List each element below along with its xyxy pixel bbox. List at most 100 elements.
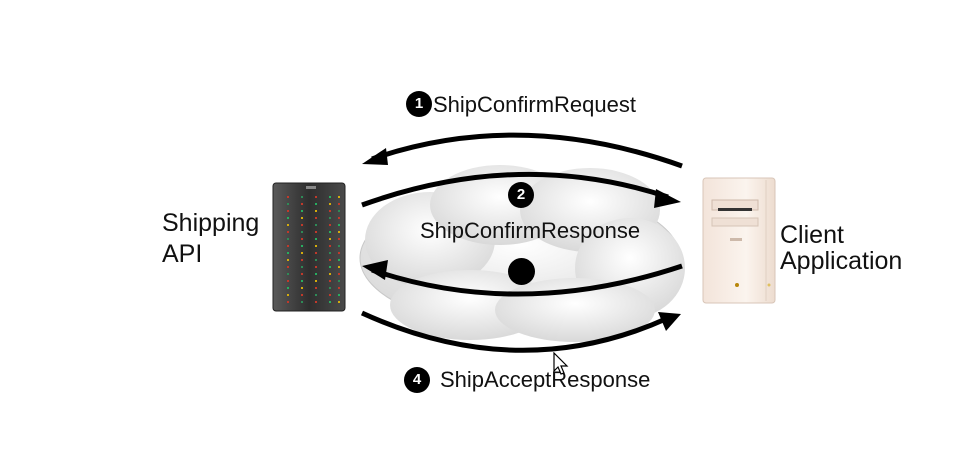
server-led [287, 196, 289, 198]
server-led [329, 273, 331, 275]
client-application-label: Client Application [780, 222, 902, 274]
server-led [287, 259, 289, 261]
arrow-step-3 [362, 260, 683, 297]
step-3-badge [508, 258, 535, 285]
server-led [287, 280, 289, 282]
client-computer-icon [702, 177, 776, 304]
server-led [338, 210, 340, 212]
server-led [315, 224, 317, 226]
server-led [287, 231, 289, 233]
server-led [329, 266, 331, 268]
server-led [301, 238, 303, 240]
server-led [315, 301, 317, 303]
server-led [338, 301, 340, 303]
server-led [315, 273, 317, 275]
server-led [301, 252, 303, 254]
client-application-label-line1: Client [780, 221, 844, 249]
server-led [315, 217, 317, 219]
server-led [287, 245, 289, 247]
server-led [329, 210, 331, 212]
shipping-api-label-line1: Shipping [162, 209, 260, 237]
server-led [301, 231, 303, 233]
server-led [315, 210, 317, 212]
server-led [287, 217, 289, 219]
step-1-label: ShipConfirmRequest [433, 92, 636, 117]
server-led [329, 238, 331, 240]
shipping-api-label-line2: API [162, 240, 203, 268]
server-led [329, 245, 331, 247]
server-led [315, 238, 317, 240]
server-led [301, 210, 303, 212]
server-led [338, 231, 340, 233]
step-2-badge: 2 [508, 182, 534, 208]
server-led [301, 280, 303, 282]
server-led [338, 224, 340, 226]
step-4-badge: 4 [404, 367, 430, 393]
client-application-label-line2: Application [780, 247, 903, 275]
server-led [301, 273, 303, 275]
server-led [301, 224, 303, 226]
server-led [315, 287, 317, 289]
server-led [287, 210, 289, 212]
server-led [301, 259, 303, 261]
server-led [301, 196, 303, 198]
server-led [287, 294, 289, 296]
server-led [315, 231, 317, 233]
server-led [338, 287, 340, 289]
server-led [287, 252, 289, 254]
server-led [329, 203, 331, 205]
server-led [287, 224, 289, 226]
shipping-api-label: Shipping API [162, 208, 259, 270]
server-led [301, 245, 303, 247]
step-2-label: ShipConfirmResponse [420, 218, 641, 243]
server-led [287, 273, 289, 275]
server-led [315, 196, 317, 198]
server-led [338, 245, 340, 247]
mouse-cursor-icon [553, 352, 569, 375]
server-led [338, 238, 340, 240]
step-4-label: ShipAcceptResponse [440, 367, 651, 392]
server-led [329, 252, 331, 254]
server-led [338, 252, 340, 254]
server-led [301, 217, 303, 219]
server-led [315, 294, 317, 296]
server-led [315, 259, 317, 261]
server-led [315, 280, 317, 282]
server-led [338, 294, 340, 296]
server-led [315, 252, 317, 254]
server-led [287, 238, 289, 240]
server-led [338, 273, 340, 275]
server-led [301, 203, 303, 205]
arrow-ship-confirm-request [362, 132, 683, 169]
server-led [301, 287, 303, 289]
server-led [287, 301, 289, 303]
server-led [315, 245, 317, 247]
server-led [338, 217, 340, 219]
server-led [329, 224, 331, 226]
server-led [301, 266, 303, 268]
server-led [329, 259, 331, 261]
step-1-badge: 1 [406, 91, 432, 117]
arrow-ship-accept-response [360, 310, 681, 353]
server-led [338, 266, 340, 268]
server-led [329, 280, 331, 282]
server-led [329, 231, 331, 233]
server-led [301, 294, 303, 296]
server-led [338, 259, 340, 261]
server-led [329, 294, 331, 296]
server-led [329, 217, 331, 219]
server-led [329, 287, 331, 289]
arrow-ship-confirm-response [361, 171, 681, 208]
server-led [287, 287, 289, 289]
server-led [287, 266, 289, 268]
server-led [338, 196, 340, 198]
server-led [338, 203, 340, 205]
server-led [287, 203, 289, 205]
server-led [315, 203, 317, 205]
server-icon [272, 182, 346, 312]
server-led [329, 196, 331, 198]
server-led [338, 280, 340, 282]
server-led [329, 301, 331, 303]
server-led [301, 301, 303, 303]
